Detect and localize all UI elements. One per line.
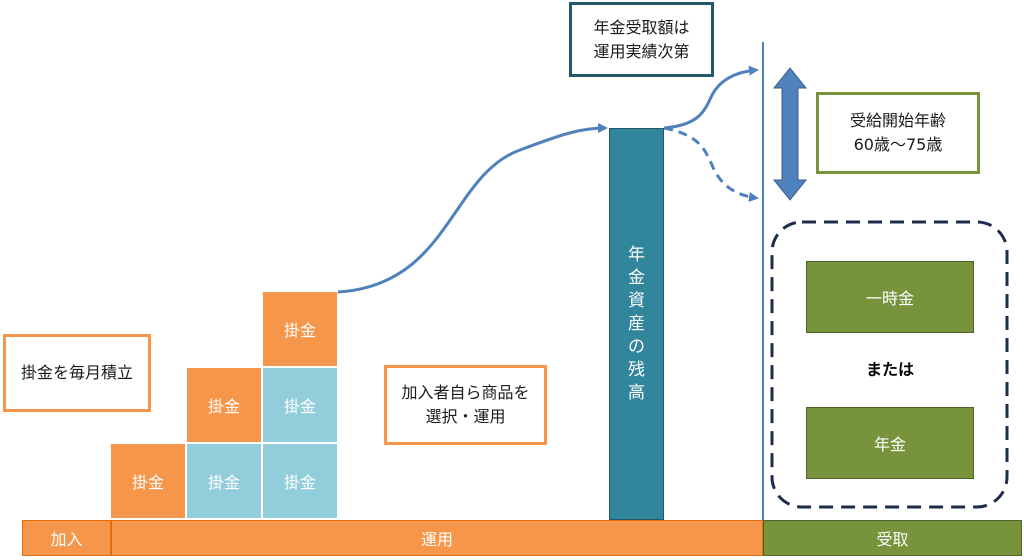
start-age-note: 受給開始年齢 60歳～75歳 [816, 92, 980, 174]
double-arrow-icon [772, 67, 808, 201]
payout-depends-line-1: 年金受取額は [593, 17, 690, 37]
accumulated-block: 掛金 [262, 443, 338, 519]
or-label: または [865, 360, 914, 379]
self-select-note: 加入者自ら商品を 選択・運用 [384, 365, 547, 445]
contribution-block: 掛金 [262, 291, 338, 367]
tower-char: の [628, 336, 645, 357]
lower-branch-arrow [663, 126, 759, 202]
contribution-block: 掛金 [186, 367, 262, 443]
self-select-line-1: 加入者自ら商品を [401, 383, 530, 402]
phase-operate: 運用 [111, 520, 763, 556]
lump-sum-option: 一時金 [806, 261, 974, 333]
tower-char: 年 [628, 244, 645, 265]
self-select-line-2: 選択・運用 [425, 407, 506, 426]
tower-char: 高 [628, 382, 645, 403]
accumulated-block: 掛金 [262, 367, 338, 443]
payout-options-frame [770, 220, 1009, 509]
payout-depends-note: 年金受取額は 運用実績次第 [569, 2, 714, 77]
pension-asset-balance-bar: 年 金 資 産 の 残 高 [609, 128, 664, 520]
phase-receive: 受取 [763, 520, 1022, 556]
phase-join: 加入 [22, 520, 111, 556]
upper-branch-arrow [663, 65, 759, 130]
tower-char: 産 [628, 313, 645, 334]
tower-char: 残 [628, 359, 645, 380]
annuity-option: 年金 [806, 407, 974, 479]
contribution-block: 掛金 [110, 443, 186, 519]
monthly-contribution-note: 掛金を毎月積立 [3, 334, 151, 412]
tower-char: 資 [628, 290, 645, 311]
monthly-contribution-text: 掛金を毎月積立 [20, 363, 133, 382]
growth-curve [337, 123, 608, 294]
tower-char: 金 [628, 267, 645, 288]
payout-depends-line-2: 運用実績次第 [593, 41, 690, 61]
accumulated-block: 掛金 [186, 443, 262, 519]
start-age-line-2: 60歳～75歳 [853, 135, 943, 154]
start-age-line-1: 受給開始年齢 [849, 111, 946, 130]
